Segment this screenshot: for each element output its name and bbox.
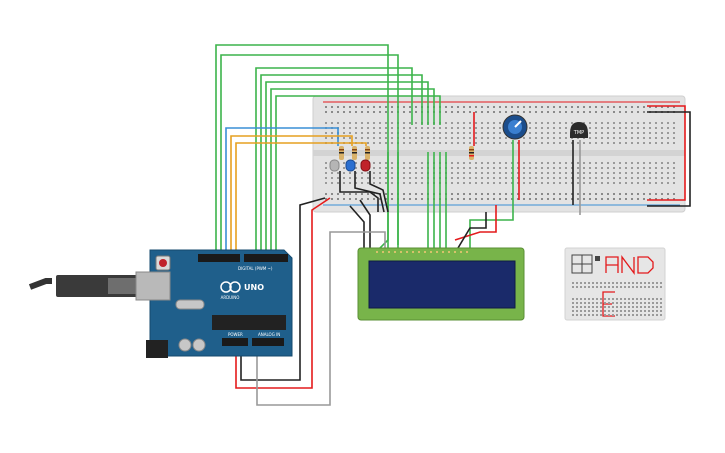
led-blue[interactable] bbox=[345, 159, 356, 172]
led-white[interactable] bbox=[329, 159, 340, 172]
microcontroller-chip bbox=[212, 315, 286, 330]
digital-header-left bbox=[198, 254, 240, 262]
arduino-logo bbox=[220, 281, 241, 293]
led-red[interactable] bbox=[360, 159, 371, 172]
reset-button[interactable] bbox=[159, 259, 167, 267]
mini-breadboard bbox=[564, 247, 666, 321]
power-jack bbox=[146, 340, 168, 358]
resistor-c bbox=[352, 146, 357, 160]
wires bbox=[215, 44, 691, 406]
potentiometer[interactable] bbox=[502, 114, 528, 140]
board-model-label: UNO bbox=[244, 283, 264, 292]
power-header-label: POWER bbox=[228, 332, 243, 337]
usb-cable bbox=[28, 271, 171, 301]
sensor-label: TMP bbox=[573, 130, 584, 136]
analog-header bbox=[252, 338, 284, 346]
temperature-sensor[interactable]: TMP bbox=[570, 122, 588, 138]
resistor-a bbox=[469, 146, 474, 160]
lcd-pins bbox=[376, 251, 468, 253]
breadboard-holes bbox=[325, 106, 675, 200]
lcd-module bbox=[357, 247, 525, 321]
main-breadboard bbox=[312, 95, 686, 213]
digital-header-right bbox=[244, 254, 288, 262]
board-brand-label: ARDUINO bbox=[221, 295, 240, 300]
digital-header-label: DIGITAL (PWM ~) bbox=[238, 266, 273, 271]
power-header bbox=[222, 338, 248, 346]
resistor-b bbox=[339, 146, 344, 160]
mini-breadboard-holes bbox=[572, 282, 662, 316]
arduino-uno: UNO ARDUINO DIGITAL (PWM ~) POWER ANALOG… bbox=[28, 249, 293, 358]
analog-header-label: ANALOG IN bbox=[258, 332, 280, 337]
resistor-d bbox=[365, 146, 370, 160]
